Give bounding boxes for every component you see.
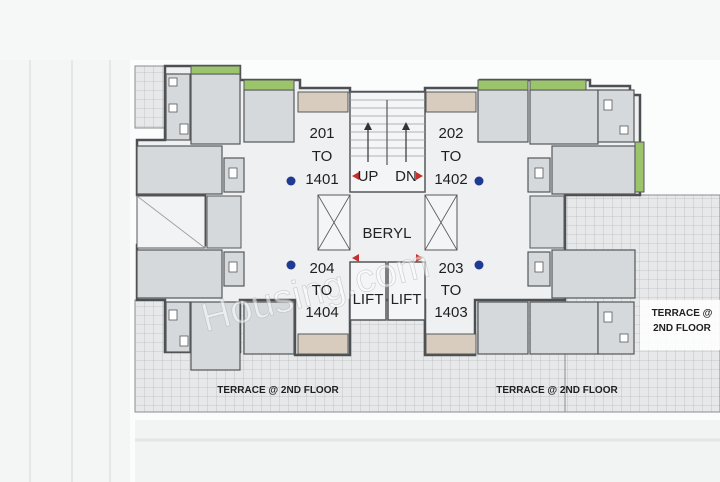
building-name: BERYL [363, 225, 412, 242]
rooms [136, 73, 636, 371]
unit-label-line: 201 [309, 125, 334, 142]
stair-up-label: UP [358, 168, 379, 185]
unit-label-line: TO [441, 282, 462, 299]
balconies [190, 65, 645, 355]
unit-label-line: 1403 [434, 304, 467, 321]
lift-label-right: LIFT [391, 291, 422, 308]
terrace-label-right-line2: 2ND FLOOR [653, 323, 712, 334]
unit-label-204-1404: 204 TO 1404 [305, 260, 338, 321]
unit-label-line: 1402 [434, 171, 467, 188]
building-core [317, 91, 458, 321]
unit-label-line: 202 [438, 125, 463, 142]
entrance-markers [286, 176, 484, 270]
unit-label-202-1402: 202 TO 1402 [434, 125, 467, 188]
unit-label-line: 1401 [305, 171, 338, 188]
terrace-label-center: TERRACE @ 2ND FLOOR [496, 385, 618, 396]
unit-label-201-1401: 201 TO 1401 [305, 125, 338, 188]
unit-label-line: TO [441, 148, 462, 165]
unit-label-line: TO [312, 148, 333, 165]
unit-label-line: 1404 [305, 304, 338, 321]
terrace-label-left: TERRACE @ 2ND FLOOR [217, 385, 339, 396]
stair-down-label: DN [395, 168, 417, 185]
bathroom-fixtures [168, 77, 629, 347]
lift-label-left: LIFT [353, 291, 384, 308]
unit-label-line: TO [312, 282, 333, 299]
unit-label-line: 204 [309, 260, 334, 277]
unit-label-line: 203 [438, 260, 463, 277]
terrace-label-right-line1: TERRACE @ [652, 308, 713, 319]
unit-label-203-1403: 203 TO 1403 [434, 260, 467, 321]
